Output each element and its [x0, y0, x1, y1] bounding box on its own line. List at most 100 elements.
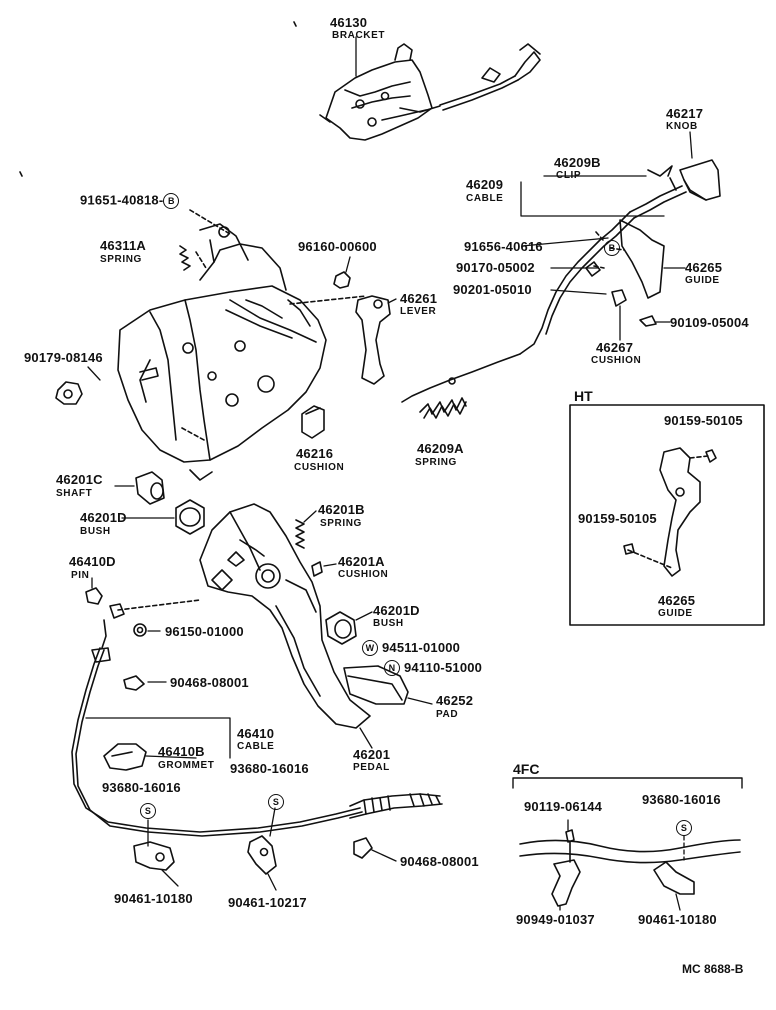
label-90201-num: 90201-05010	[453, 282, 532, 297]
label-46130-desc: BRACKET	[332, 30, 386, 41]
pad-46252-drawing	[343, 665, 409, 705]
nut-96160-drawing	[333, 271, 351, 289]
nut-90179-drawing	[55, 381, 83, 405]
label-46209A-num: 46209A	[417, 441, 464, 456]
fc4-wavy-lines	[519, 839, 741, 864]
diagram-reference-code: MC 8688-B	[682, 962, 744, 976]
label-46265-desc: GUIDE	[685, 275, 720, 286]
ht-label-90159-a-num: 90159-50105	[664, 413, 743, 428]
clip-90468-a-drawing	[123, 675, 145, 691]
label-46216-desc: CUSHION	[294, 462, 345, 473]
label-46201B-desc: SPRING	[320, 518, 362, 529]
pedal-46201-drawing	[199, 503, 371, 729]
label-46217-num: 46217	[666, 106, 704, 121]
label-91656-num: 91656-40616	[464, 239, 543, 254]
label-46261-desc: LEVER	[400, 306, 437, 317]
fc4-label-93680-num: 93680-16016	[642, 792, 721, 807]
leader-lines	[85, 36, 693, 891]
label-93680-b-num: 93680-16016	[230, 761, 309, 776]
label-46209B-num: 46209B	[554, 155, 601, 170]
fc4-label-90461-num: 90461-10180	[638, 912, 717, 927]
label-46201-num: 46201	[353, 747, 391, 762]
label-46209-desc: CABLE	[466, 193, 504, 204]
label-90109-num: 90109-05004	[670, 315, 749, 330]
label-90461-a-num: 90461-10180	[114, 891, 193, 906]
cable-end-fitting-drawing	[349, 793, 443, 819]
label-90468-a-num: 90468-08001	[170, 675, 249, 690]
label-46261-num: 46261	[400, 291, 438, 306]
label-91656-marker: B	[604, 240, 620, 256]
clevis-drawing	[109, 603, 125, 619]
clamp-90461-b-drawing	[247, 835, 277, 875]
label-96150-num: 96150-01000	[165, 624, 244, 639]
label-46410-num: 46410	[237, 726, 275, 741]
bracket-46130-drawing	[319, 43, 541, 141]
ht-section-label: HT	[574, 388, 593, 404]
label-46201A-desc: CUSHION	[338, 569, 389, 580]
label-46410B-desc: GROMMET	[158, 760, 215, 771]
label-46201D-b-num: 46201D	[373, 603, 420, 618]
label-94511-num: 94511-01000	[382, 640, 461, 655]
label-93680-a-num: 93680-16016	[102, 780, 181, 795]
washer-96150-drawing	[133, 623, 147, 637]
fc4-bracket-line	[512, 777, 743, 789]
fc4-clamp-drawing	[551, 829, 695, 907]
ht-label-46265-num: 46265	[658, 593, 696, 608]
label-46201D-a-num: 46201D	[80, 510, 127, 525]
scan-marks	[19, 21, 297, 177]
lever-46261-drawing	[355, 295, 391, 385]
label-93680-b-marker: S	[268, 794, 284, 810]
label-46201A-num: 46201A	[338, 554, 385, 569]
label-46217-desc: KNOB	[666, 121, 698, 132]
label-46311A-desc: SPRING	[100, 254, 142, 265]
label-90468-b-num: 90468-08001	[400, 854, 479, 869]
fc4-label-93680-marker: S	[676, 820, 692, 836]
label-46311A-num: 46311A	[100, 238, 147, 253]
ht-label-90159-b-num: 90159-50105	[578, 511, 657, 526]
label-46201-desc: PEDAL	[353, 762, 390, 773]
label-46265-num: 46265	[685, 260, 723, 275]
label-46252-desc: PAD	[436, 709, 459, 720]
label-46201C-num: 46201C	[56, 472, 103, 487]
leader-dashed-housing	[181, 209, 367, 441]
label-46201D-a-desc: BUSH	[80, 526, 111, 537]
label-46201D-b-desc: BUSH	[373, 618, 404, 629]
label-46410D-desc: PIN	[71, 570, 90, 581]
shaft-46201C-drawing	[135, 471, 165, 505]
label-94511-marker: W	[362, 640, 378, 656]
label-91651-num: 91651-40818-B	[80, 193, 180, 209]
cable-46410-drawing	[71, 619, 363, 837]
fc4-label-90949-num: 90949-01037	[516, 912, 595, 927]
spring-46201B-drawing	[295, 519, 305, 549]
ht-label-46265-desc: GUIDE	[658, 608, 693, 619]
label-90179-num: 90179-08146	[24, 350, 103, 365]
label-93680-a-marker: S	[140, 803, 156, 819]
spring-46311A-drawing	[179, 245, 191, 271]
label-46267-desc: CUSHION	[591, 355, 642, 366]
label-46201C-desc: SHAFT	[56, 488, 93, 499]
label-46209-num: 46209	[466, 177, 504, 192]
label-46410B-num: 46410B	[158, 744, 205, 759]
fc4-leaders	[559, 819, 685, 911]
label-46201B-num: 46201B	[318, 502, 365, 517]
label-46410-desc: CABLE	[237, 741, 275, 752]
pin-46410D-drawing	[85, 587, 103, 605]
cushion-46201A-drawing	[311, 561, 323, 577]
leader-dashed-pin	[117, 599, 201, 611]
ht-inset-box	[569, 404, 765, 626]
clamp-90461-a-drawing	[133, 841, 175, 871]
label-46267-num: 46267	[596, 340, 634, 355]
bush-46201D-b-drawing	[325, 611, 357, 645]
label-46216-num: 46216	[296, 446, 334, 461]
pedal-bracket-housing-drawing	[117, 223, 327, 481]
label-46209B-desc: CLIP	[556, 170, 582, 181]
label-96160-num: 96160-00600	[298, 239, 377, 254]
marker-b-ring: B	[163, 193, 180, 209]
bush-46201D-a-drawing	[175, 499, 205, 535]
release-cable-assembly-drawing	[401, 159, 721, 403]
label-46252-num: 46252	[436, 693, 474, 708]
label-46130-num: 46130	[330, 15, 368, 30]
cable-spring-drawing	[419, 397, 467, 419]
fc4-label-90119-num: 90119-06144	[524, 799, 603, 814]
